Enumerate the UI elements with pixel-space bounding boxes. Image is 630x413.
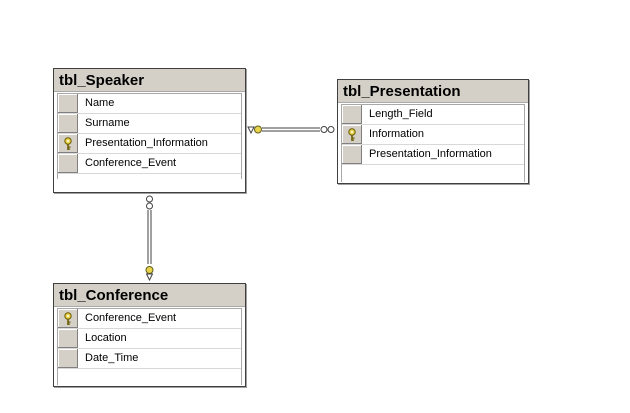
column-row-name[interactable]: Name — [58, 94, 241, 114]
column-name: Information — [369, 128, 425, 140]
column-row-information[interactable]: Information — [342, 125, 524, 145]
table-title: tbl_Speaker — [54, 69, 245, 92]
key-icon — [247, 125, 262, 135]
row-selector[interactable] — [58, 329, 78, 348]
column-list: Length_Field Information Presentation_In… — [341, 104, 525, 182]
column-name: Presentation_Information — [369, 148, 492, 160]
row-selector[interactable] — [58, 134, 78, 153]
column-name: Surname — [85, 117, 130, 129]
row-selector[interactable] — [58, 154, 78, 173]
column-row-location[interactable]: Location — [58, 329, 241, 349]
key-icon — [64, 137, 72, 150]
column-row-presentation-information[interactable]: Presentation_Information — [342, 145, 524, 165]
row-selector[interactable] — [58, 114, 78, 133]
table-presentation[interactable]: tbl_Presentation Length_Field Informatio… — [337, 79, 529, 184]
table-conference[interactable]: tbl_Conference Conference_Event Location… — [53, 283, 246, 387]
infinity-icon — [146, 195, 153, 210]
row-selector[interactable] — [342, 125, 362, 144]
infinity-icon — [320, 126, 335, 133]
column-row-date-time[interactable]: Date_Time — [58, 349, 241, 369]
key-icon — [348, 128, 356, 141]
relationship-speaker-presentation[interactable] — [247, 125, 335, 135]
column-name: Conference_Event — [85, 157, 177, 169]
column-name: Location — [85, 332, 127, 344]
key-icon — [145, 266, 154, 282]
column-row-length-field[interactable]: Length_Field — [342, 105, 524, 125]
column-name: Conference_Event — [85, 312, 177, 324]
row-selector[interactable] — [58, 309, 78, 328]
table-speaker[interactable]: tbl_Speaker Name Surname Presentation_In… — [53, 68, 246, 193]
table-title: tbl_Conference — [54, 284, 245, 307]
column-name: Date_Time — [85, 352, 139, 364]
column-row-presentation-information[interactable]: Presentation_Information — [58, 134, 241, 154]
column-list: Name Surname Presentation_Information Co… — [57, 93, 242, 179]
column-row-conference-event[interactable]: Conference_Event — [58, 154, 241, 174]
column-name: Name — [85, 97, 115, 109]
column-row-conference-event[interactable]: Conference_Event — [58, 309, 241, 329]
row-selector[interactable] — [58, 349, 78, 368]
column-list: Conference_Event Location Date_Time — [57, 308, 242, 385]
column-name: Presentation_Information — [85, 137, 208, 149]
relationship-speaker-conference[interactable] — [145, 195, 154, 282]
row-selector[interactable] — [342, 105, 362, 124]
key-icon — [64, 312, 72, 325]
column-row-surname[interactable]: Surname — [58, 114, 241, 134]
column-name: Length_Field — [369, 108, 433, 120]
row-selector[interactable] — [58, 94, 78, 113]
row-selector[interactable] — [342, 145, 362, 164]
table-title: tbl_Presentation — [338, 80, 528, 103]
